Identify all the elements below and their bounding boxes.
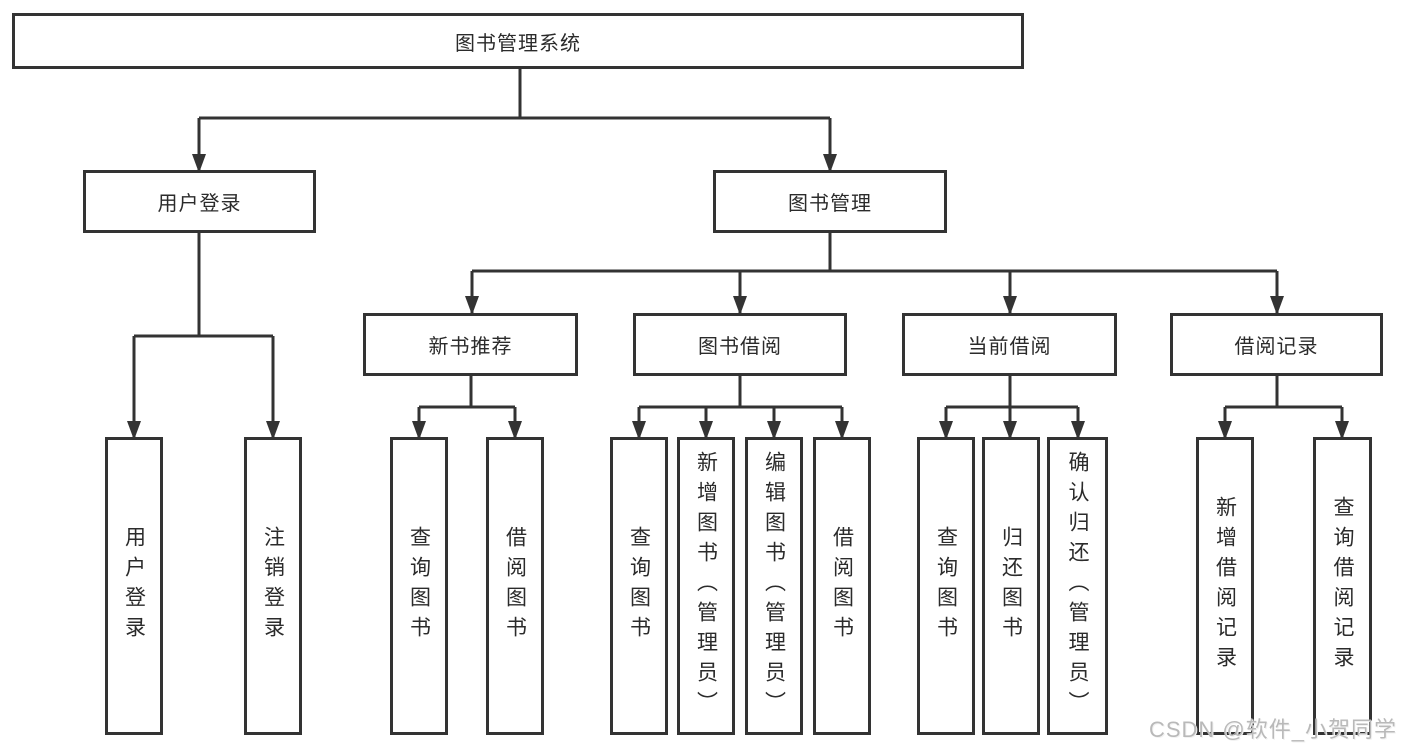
leaf-return-books: 归还图书 <box>982 437 1040 735</box>
leaf-label: 用户登录 <box>122 526 146 646</box>
leaf-user-login: 用户登录 <box>105 437 163 735</box>
leaf-logout: 注销登录 <box>244 437 302 735</box>
leaf-label: 新增借阅记录 <box>1213 496 1237 676</box>
leaf-label: 查询图书 <box>407 526 431 646</box>
leaf-edit-books-admin: 编辑图书（管理员） <box>745 437 803 735</box>
csdn-watermark: CSDN @软件_小贺同学 <box>1148 717 1397 742</box>
leaf-add-borrow-record: 新增借阅记录 <box>1196 437 1254 735</box>
leaf-label: 借阅图书 <box>503 526 527 646</box>
leaf-borrow-books-recommend: 借阅图书 <box>486 437 544 735</box>
leaf-borrow-books: 借阅图书 <box>813 437 871 735</box>
leaf-label: 借阅图书 <box>830 526 854 646</box>
leaf-confirm-return-admin: 确认归还（管理员） <box>1047 437 1108 735</box>
node-book-borrow: 图书借阅 <box>633 313 847 376</box>
node-library-system: 图书管理系统 <box>12 13 1024 69</box>
leaf-label: 查询图书 <box>934 526 958 646</box>
leaf-label: 编辑图书（管理员） <box>762 451 786 721</box>
leaf-label: 注销登录 <box>261 526 285 646</box>
node-borrow-records: 借阅记录 <box>1170 313 1383 376</box>
leaf-label: 归还图书 <box>999 526 1023 646</box>
leaf-label: 查询借阅记录 <box>1331 496 1354 676</box>
node-book-management: 图书管理 <box>713 170 947 233</box>
leaf-label: 确认归还（管理员） <box>1066 451 1089 721</box>
leaf-query-books-borrow: 查询图书 <box>610 437 668 735</box>
leaf-query-books-current: 查询图书 <box>917 437 975 735</box>
leaf-add-books-admin: 新增图书（管理员） <box>677 437 735 735</box>
leaf-query-books-recommend: 查询图书 <box>390 437 448 735</box>
leaf-label: 查询图书 <box>627 526 651 646</box>
leaf-label: 新增图书（管理员） <box>694 451 718 721</box>
node-user-login: 用户登录 <box>83 170 316 233</box>
leaf-query-borrow-record: 查询借阅记录 <box>1313 437 1372 735</box>
node-new-book-recommend: 新书推荐 <box>363 313 578 376</box>
node-current-borrow: 当前借阅 <box>902 313 1117 376</box>
